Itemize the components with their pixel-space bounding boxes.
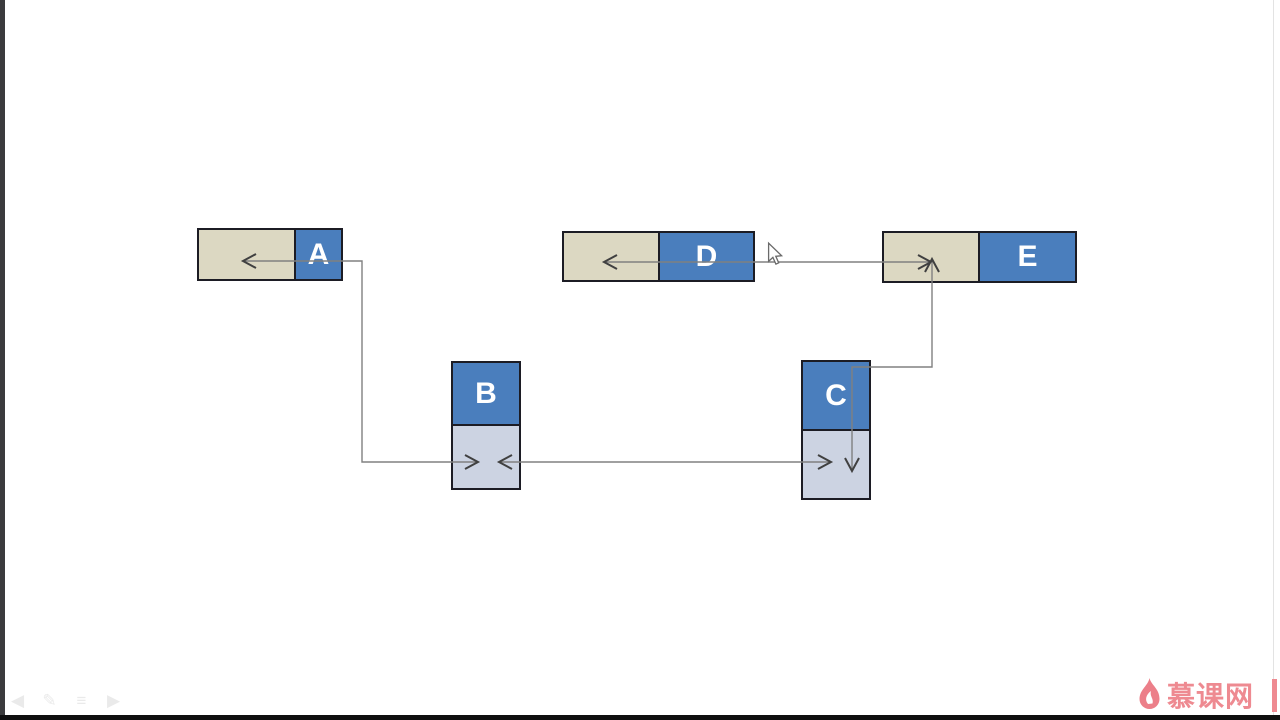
pen-button[interactable]: ✎ [42,691,57,710]
node-a-data-cell: A [294,230,341,279]
node-c: C [801,360,871,500]
node-d-label: D [695,239,718,273]
watermark-brand-text: 慕课网 [1167,681,1255,712]
previous-slide-button[interactable]: ◀ [10,691,25,710]
node-d-data-cell: D [658,233,753,280]
node-a-label: A [307,237,330,271]
node-c-data-cell: C [803,362,869,431]
node-d: D [562,231,755,282]
node-b-label: B [475,376,497,410]
node-e-label: E [1017,240,1038,273]
mouse-cursor [767,241,784,265]
node-b-data-cell: B [453,363,519,426]
node-e-data-cell: E [978,233,1075,281]
imooc-flame-icon [1139,678,1160,709]
node-c-pointer-cell [803,431,869,498]
node-b-pointer-cell [453,426,519,488]
node-b: B [451,361,521,490]
node-e: E [882,231,1077,283]
node-e-pointer-cell [884,233,978,281]
screen-edge-left [0,0,5,720]
slide-menu-button[interactable]: ≡ [76,691,87,710]
node-d-pointer-cell [564,233,658,280]
screen-edge-bottom [0,715,1280,720]
connector-a-b [243,260,478,463]
presenter-toolbar: ◀ ✎ ≡ ▶ [8,691,123,711]
watermark-imooc: 慕课网 [1137,675,1254,715]
screen-edge-right-line [1273,0,1274,720]
node-a-pointer-cell [199,230,294,279]
node-c-label: C [825,378,847,412]
node-a: A [197,228,343,281]
next-slide-button[interactable]: ▶ [106,691,121,710]
watermark-edge-bar [1272,679,1277,712]
